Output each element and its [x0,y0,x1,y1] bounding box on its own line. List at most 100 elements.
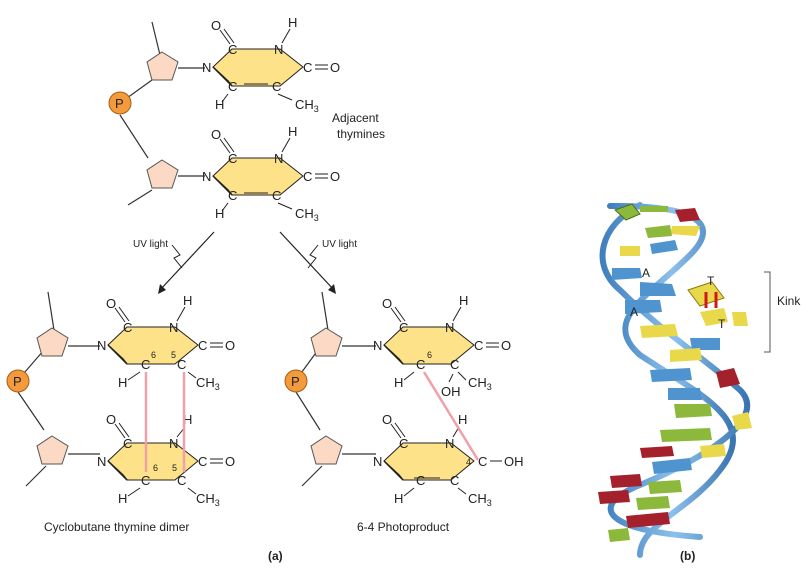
base-blue [625,300,662,314]
base-yellow [732,412,752,430]
base-green [608,528,630,542]
svg-text:C: C [177,473,186,488]
svg-text:C: C [123,320,132,335]
svg-text:C: C [141,357,150,372]
svg-text:H: H [118,375,127,390]
base-green [648,480,682,494]
svg-text:O: O [330,60,340,75]
base-yellow [700,308,728,326]
svg-text:C: C [474,338,483,353]
svg-text:O: O [225,338,235,353]
cyclobutane-dimer-structure: P N C N C C C 6 5 O H O H CH3 N C N C C … [6,291,235,534]
svg-text:C: C [123,436,132,451]
svg-text:CH3: CH3 [295,206,319,223]
phosphate-circle [6,369,30,393]
svg-text:C: C [198,338,207,353]
svg-text:5: 5 [172,463,177,473]
caption-cyclobutane: Cyclobutane thymine dimer [44,520,189,534]
svg-text:H: H [118,491,127,506]
base-label-A: A [642,266,650,280]
phosphate-circle [108,91,132,115]
base-green [640,206,668,212]
svg-text:C: C [416,357,425,372]
svg-text:O: O [106,412,116,427]
svg-text:O: O [501,338,511,353]
kink-bracket [764,271,771,353]
svg-text:H: H [459,293,468,308]
svg-text:CH3: CH3 [468,375,492,392]
backbone-strand-1 [607,202,736,558]
svg-text:N: N [202,60,211,75]
base-label-T: T [718,317,726,331]
svg-text:C: C [272,188,281,203]
svg-text:H: H [458,412,467,427]
adjacent-thymines-structure: P N C N C C C O H O H CH3 N C N C C C O … [108,15,385,223]
base-green [645,225,672,238]
svg-text:C: C [416,473,425,488]
svg-text:N: N [202,169,211,184]
svg-text:H: H [215,97,224,112]
uv-label-left: UV light [133,239,168,250]
panel-label-a: (a) [268,549,283,563]
svg-text:C: C [141,473,150,488]
svg-text:N: N [169,436,178,451]
svg-text:O: O [106,296,116,311]
svg-text:C: C [478,454,487,469]
svg-text:CH3: CH3 [196,375,220,392]
svg-text:H: H [183,293,192,308]
svg-text:C: C [228,151,237,166]
base-red [675,208,700,222]
svg-text:O: O [225,454,235,469]
sugar-pentagon [146,159,179,189]
base-blue [668,388,702,400]
base-yellow [670,348,702,362]
base-yellow [640,324,678,338]
svg-text:CH3: CH3 [468,491,492,508]
base-green [660,428,712,442]
phosphate-circle [284,369,308,393]
svg-text:C: C [303,60,312,75]
svg-text:OH: OH [504,454,524,469]
base-blue [650,368,692,382]
photoproduct-bond [422,371,480,461]
base-blue [640,282,676,296]
svg-text:N: N [97,454,106,469]
caption-photoproduct: 6-4 Photoproduct [357,520,450,534]
adjacent-label-line2: thymines [337,127,385,141]
svg-text:N: N [97,338,106,353]
svg-text:C: C [272,79,281,94]
uv-label-right: UV light [322,239,357,250]
svg-text:N: N [169,320,178,335]
base-red [626,512,670,528]
svg-text:H: H [215,206,224,221]
phosphate-label: P [115,96,124,111]
svg-text:C: C [228,42,237,57]
base-red [716,368,740,388]
svg-text:P: P [13,374,22,389]
base-green [674,404,712,418]
svg-text:N: N [274,42,283,57]
svg-text:N: N [274,151,283,166]
svg-text:6: 6 [151,350,156,360]
base-yellow [732,312,748,326]
base-blue [690,338,720,350]
svg-text:OH: OH [441,384,461,399]
svg-text:P: P [291,374,300,389]
svg-text:O: O [382,412,392,427]
svg-text:C: C [399,320,408,335]
svg-text:H: H [394,491,403,506]
photoproduct-structure: P N C N C C C 6 O H O H CH3 OH N C N C C… [284,291,524,534]
svg-text:C: C [450,473,459,488]
svg-text:4: 4 [466,457,471,467]
svg-text:6: 6 [153,463,158,473]
svg-text:CH3: CH3 [196,491,220,508]
svg-text:H: H [288,124,297,139]
svg-text:6: 6 [427,350,432,360]
backbone-strand-2 [599,202,751,540]
svg-text:N: N [373,338,382,353]
base-label-A: A [630,305,638,319]
svg-text:5: 5 [171,350,176,360]
svg-text:N: N [445,320,454,335]
base-yellow [700,444,726,458]
